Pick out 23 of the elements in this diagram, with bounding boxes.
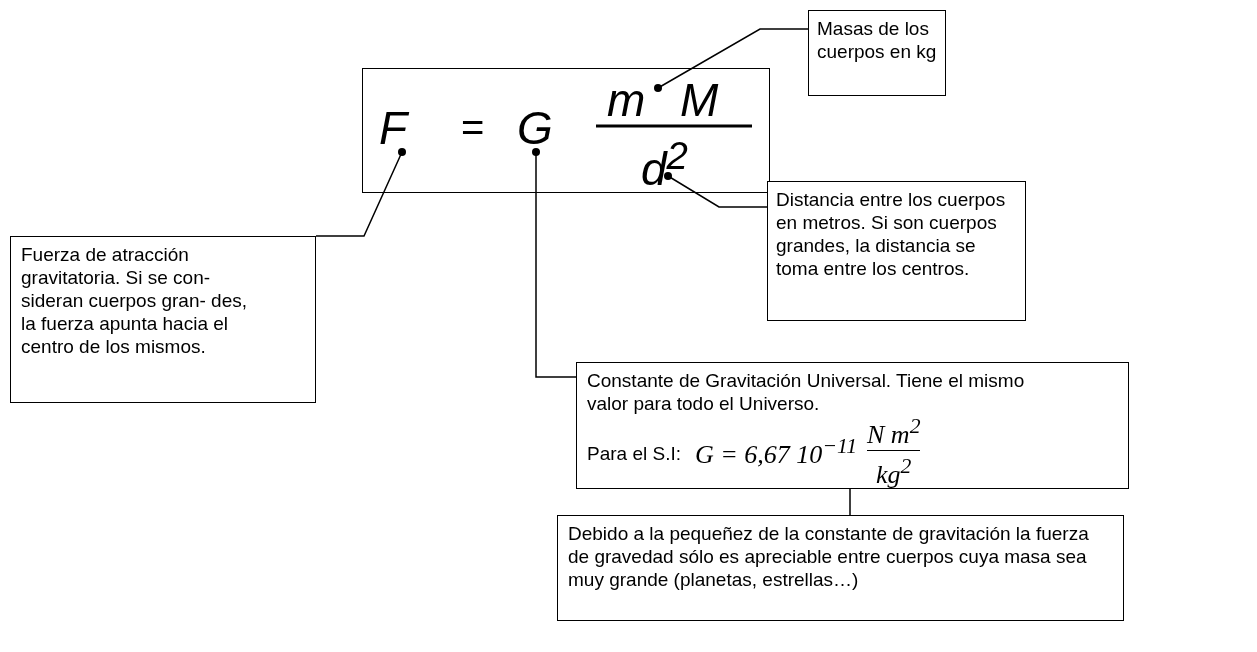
callout-box (10, 236, 316, 403)
unit-system-label: Para el S.I: (587, 441, 681, 465)
unit-denominator: kg$^{2}$ (876, 452, 912, 490)
callout-text: Fuerza de atracción gravitatoria. Si se con- sideran cuerpos gran- des, la fuerza apunta hacia el centro de los mismos. (21, 243, 248, 358)
callout-text: Masas de los cuerpos en kg (817, 17, 937, 63)
equals-sign: = (461, 107, 485, 147)
leader-line (532, 148, 577, 378)
connector-line (849, 488, 851, 516)
force-symbol: F (379, 105, 423, 155)
callout-text: Debido a la pequeñez de la constante de gravitación la fuerza de gravedad sólo es apreciable entre cuerpos cuya masa sea muy grande (planetas, estrellas…) (568, 522, 1090, 591)
note-box (557, 515, 1124, 621)
leader-line (315, 148, 406, 237)
callout-box (808, 10, 946, 96)
leader-line (664, 172, 768, 208)
constant-symbol: G (517, 105, 557, 155)
callout-text: Distancia entre los cuerpos en metros. Si son cuerpos grandes, la distancia se toma entre los centros. (776, 188, 1007, 280)
unit-numerator: N m$^{2}$ (867, 411, 921, 451)
constant-value: G = 6,67 10$^{−11}$ (695, 434, 857, 466)
callout-box (576, 362, 1129, 489)
leader-line (654, 28, 809, 92)
masses-numerator: m M (607, 77, 737, 123)
formula-box (362, 68, 770, 193)
callout-box (767, 181, 1026, 321)
